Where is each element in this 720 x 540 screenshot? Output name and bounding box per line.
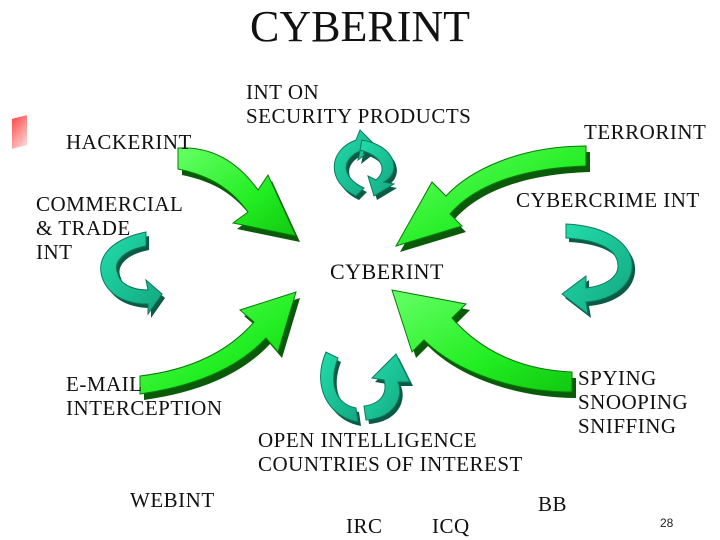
arrow-terrorint-to-center <box>394 145 590 252</box>
label-terrorint: TERRORINT <box>584 120 707 144</box>
label-icq: ICQ <box>432 514 470 538</box>
label-hackerint: HACKERINT <box>66 130 192 154</box>
label-cyberint-center: CYBERINT <box>330 259 444 284</box>
cycle-arrow-commercial <box>100 231 165 318</box>
label-spying-snooping-sniffing: SPYING SNOOPING SNIFFING <box>578 366 689 438</box>
label-email-interception: E-MAIL INTERCEPTION <box>66 372 223 420</box>
page-number: 28 <box>660 516 674 530</box>
slide-title: CYBERINT <box>250 2 470 51</box>
cycle-arrow-open-intelligence <box>320 351 413 426</box>
label-bb: BB <box>538 492 568 516</box>
label-int-on-security-products: INT ON SECURITY PRODUCTS <box>246 80 472 128</box>
arrow-hackerint-to-center <box>177 147 300 242</box>
label-commercial-trade-int: COMMERCIAL & TRADE INT <box>36 192 184 264</box>
cycle-arrow-cybercrime <box>561 223 636 318</box>
arrow-email-to-center <box>139 291 300 400</box>
label-open-intelligence: OPEN INTELLIGENCE COUNTRIES OF INTEREST <box>258 428 523 476</box>
cycle-arrow-security-products <box>333 129 397 200</box>
label-irc: IRC <box>346 514 383 538</box>
label-webint: WEBINT <box>130 488 215 512</box>
label-cybercrime-int: CYBERCRIME INT <box>516 188 700 212</box>
arrow-spying-to-center <box>391 289 576 398</box>
